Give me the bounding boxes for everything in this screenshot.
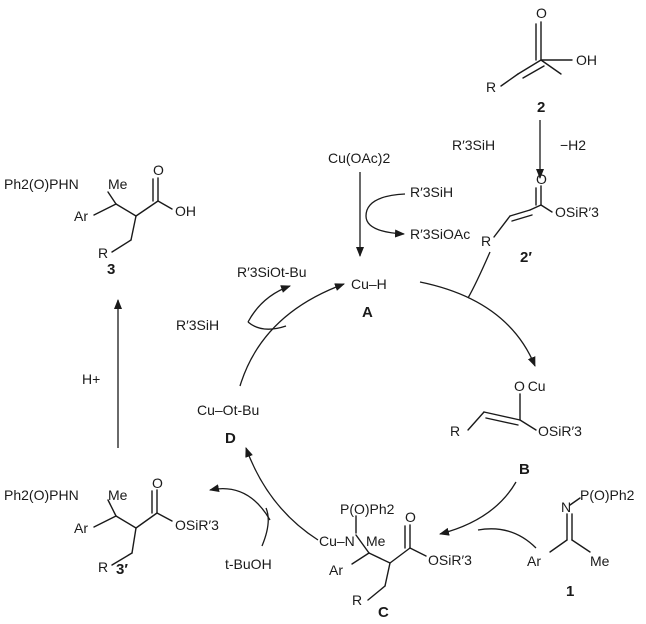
compound-3prime: Ph2(O)PHN Me Ar O OSiR′3 R 3′: [4, 475, 219, 578]
compound-2prime-label: 2′: [520, 249, 532, 266]
compound-B-label: B: [519, 461, 530, 478]
cC-r: R: [352, 592, 362, 608]
arrow-silane-left-in: [247, 321, 287, 330]
reagent-silane-top: R′3SiH: [452, 137, 495, 153]
c3p-carbonyl-o: O: [152, 475, 163, 491]
c2p-osi: OSiR′3: [555, 204, 599, 220]
c3p-osi: OSiR′3: [175, 517, 219, 533]
cB-r: R: [450, 423, 460, 439]
cB-ocu: O Cu: [514, 378, 546, 394]
compound-C: P(O)Ph2 Cu–N Me Ar O OSiR′3 R C: [319, 501, 472, 621]
c2-carbonyl-o: O: [536, 5, 547, 21]
arrow-3prime-release: [209, 484, 271, 521]
catalyst-d-formula: Cu–Ot-Bu: [197, 402, 259, 418]
arrow-A-to-B: [419, 281, 536, 367]
c3-carbonyl-o: O: [153, 162, 164, 178]
arrow-2prime-enters: [467, 251, 491, 299]
reagent-silane-in: R′3SiH: [410, 184, 453, 200]
c3p-ar: Ar: [74, 520, 88, 536]
compound-3prime-label: 3′: [116, 561, 128, 578]
arrow-1-enters: [477, 528, 537, 549]
arrow-B-to-C: [439, 481, 517, 536]
compound-2-label: 2: [537, 99, 545, 116]
cC-carbonyl-o: O: [405, 509, 416, 525]
c2p-carbonyl-o: O: [536, 171, 547, 187]
arrow-tbuoh-enters: [261, 507, 269, 547]
compound-1-label: 1: [566, 583, 574, 600]
compound-3: Ph2(O)PHN Me Ar O OH R 3: [4, 162, 196, 278]
reagent-h2: −H2: [560, 137, 586, 153]
c3p-amine: Ph2(O)PHN: [4, 487, 79, 503]
catalyst-a-formula: Cu–H: [351, 276, 387, 292]
c1-ar: Ar: [527, 553, 541, 569]
c2-r: R: [486, 79, 496, 95]
reagent-silane-left: R′3SiH: [176, 317, 219, 333]
c1-me: Me: [590, 553, 610, 569]
c3-oh: OH: [175, 203, 196, 219]
c1-pop: P(O)Ph2: [580, 487, 635, 503]
compound-3-label: 3: [107, 261, 115, 278]
reagent-siloet-out: R′3SiOt-Bu: [237, 264, 307, 280]
c3-r: R: [98, 245, 108, 261]
arrow-silane-exchange: [365, 193, 406, 238]
cC-cun: Cu–N: [319, 533, 355, 549]
cC-osi: OSiR′3: [428, 552, 472, 568]
c3p-me: Me: [108, 487, 128, 503]
compound-C-label: C: [378, 604, 389, 621]
c3-amine: Ph2(O)PHN: [4, 176, 79, 192]
catalyst-a-label: A: [362, 304, 373, 321]
compound-2: O OH R 2: [486, 5, 597, 116]
catalyst-d-label: D: [225, 430, 236, 447]
arrow-C-to-D: [245, 447, 319, 541]
compound-1: N P(O)Ph2 Ar Me 1: [527, 487, 635, 600]
reagent-tbuoh: t-BuOH: [225, 556, 272, 572]
c3-ar: Ar: [74, 208, 88, 224]
arrow-D-to-A: [239, 283, 345, 387]
c3p-r: R: [98, 559, 108, 575]
c3-me: Me: [108, 176, 128, 192]
compound-2prime: O OSiR′3 R 2′: [481, 171, 599, 266]
cC-me: Me: [366, 533, 386, 549]
c1-n: N: [561, 499, 571, 515]
cC-ar: Ar: [329, 562, 343, 578]
compound-B: O Cu OSiR′3 R B: [450, 378, 582, 478]
arrow-silyl-ether-out: [247, 285, 291, 323]
c2p-r: R: [481, 233, 491, 249]
reagent-hplus: H+: [82, 371, 100, 387]
cC-pop: P(O)Ph2: [340, 501, 395, 517]
c2-oh: OH: [576, 52, 597, 68]
cB-osi: OSiR′3: [538, 423, 582, 439]
reagent-cuoac2: Cu(OAc)2: [328, 150, 390, 166]
reagent-siloac-out: R′3SiOAc: [410, 226, 470, 242]
